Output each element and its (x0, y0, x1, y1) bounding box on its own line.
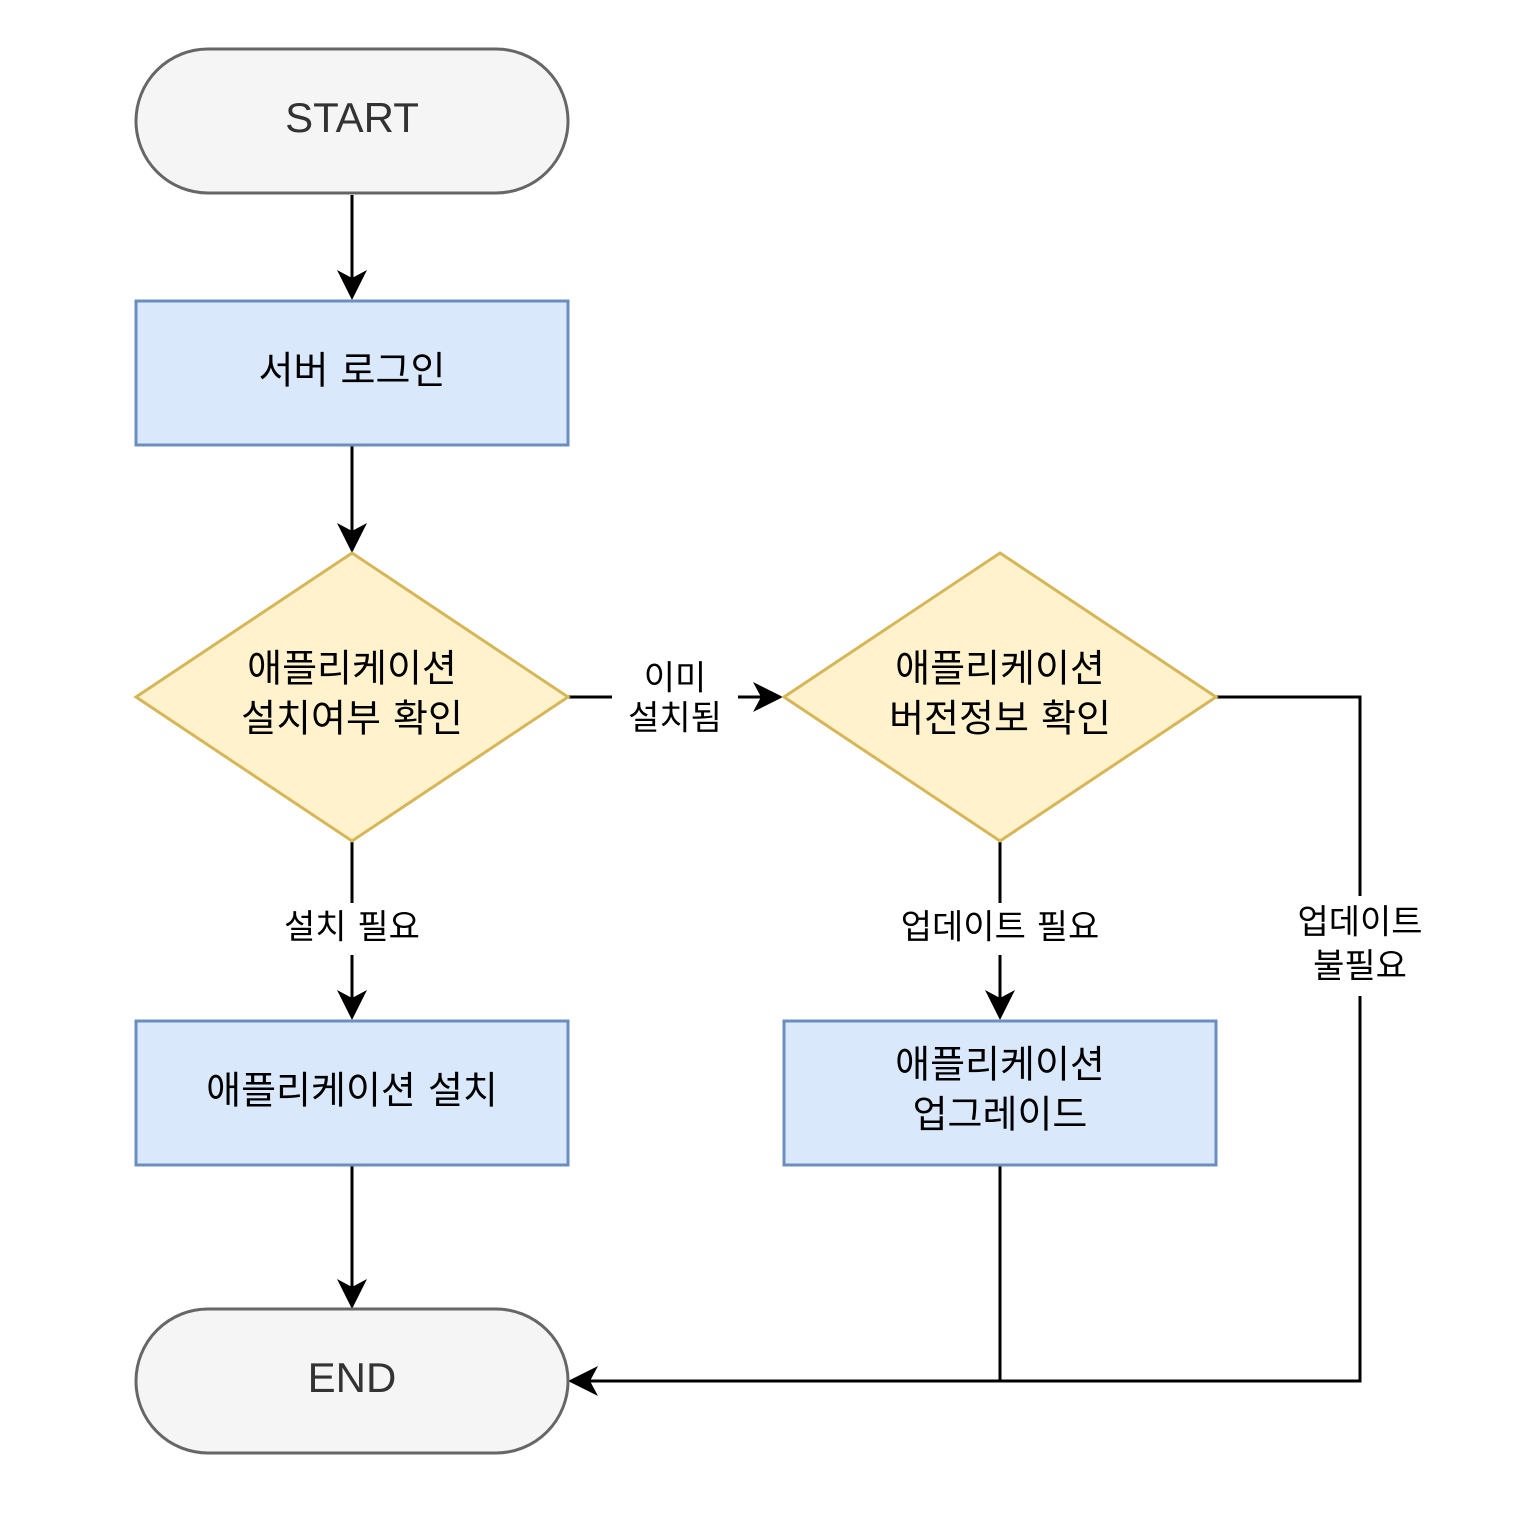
server-login-label: 서버 로그인 (259, 349, 446, 393)
upgrade-app-process-shape (782, 1019, 1218, 1167)
end-label: END (308, 1354, 397, 1401)
node-end: END (134, 1307, 570, 1455)
start-terminal-shape (134, 47, 570, 195)
server-login-process-shape (134, 299, 570, 447)
edge-label-bg (878, 903, 1122, 955)
arrowhead-icon (337, 990, 367, 1020)
edge-label-update-needed: 업데이트 필요 (901, 908, 1100, 948)
node-upgrade-app: 애플리케이션 업그레이드 (782, 1019, 1218, 1167)
edge-label-install-needed: 설치 필요 (284, 908, 420, 948)
edge-label-bg (1282, 896, 1438, 996)
check-version-decision-shape (781, 551, 1219, 843)
edge-label-no-update-needed-line1: 업데이트 (1297, 903, 1422, 943)
edge-label-already-installed-line2: 설치됨 (628, 699, 722, 739)
node-server-login: 서버 로그인 (134, 299, 570, 447)
start-label: START (285, 94, 419, 141)
edge-upgrade-to-end (590, 1166, 1002, 1383)
upgrade-app-label-line2: 업그레이드 (913, 1093, 1088, 1137)
check-version-label-line2: 버전정보 확인 (889, 697, 1111, 741)
check-version-label-line1: 애플리케이션 (895, 647, 1105, 691)
arrowhead-icon (337, 270, 367, 300)
edge-label-bg (612, 648, 738, 744)
node-install-app: 애플리케이션 설치 (134, 1019, 570, 1167)
arrowhead-icon (753, 682, 783, 712)
arrowhead-icon (337, 523, 367, 553)
edge-label-bg (262, 903, 442, 955)
edges (337, 195, 1362, 1396)
check-installed-decision-shape (133, 551, 571, 843)
edge-labels: 이미 설치됨 설치 필요 업데이트 필요 업데이트 불필요 (262, 648, 1438, 996)
arrowhead-icon (568, 1366, 598, 1396)
check-installed-label-line2: 설치여부 확인 (241, 697, 463, 741)
node-check-version: 애플리케이션 버전정보 확인 (781, 551, 1219, 843)
edge-label-no-update-needed-line2: 불필요 (1313, 947, 1407, 987)
edge-version-check-to-end (1000, 695, 1362, 1383)
arrowhead-icon (985, 990, 1015, 1020)
node-start: START (134, 47, 570, 195)
upgrade-app-label-line1: 애플리케이션 (895, 1043, 1105, 1087)
edge-label-already-installed-line1: 이미 (644, 659, 707, 699)
end-terminal-shape (134, 1307, 570, 1455)
arrowhead-icon (337, 1279, 367, 1309)
node-check-installed: 애플리케이션 설치여부 확인 (133, 551, 571, 843)
install-app-process-shape (134, 1019, 570, 1167)
install-app-label: 애플리케이션 설치 (206, 1069, 498, 1113)
check-installed-label-line1: 애플리케이션 (247, 647, 457, 691)
